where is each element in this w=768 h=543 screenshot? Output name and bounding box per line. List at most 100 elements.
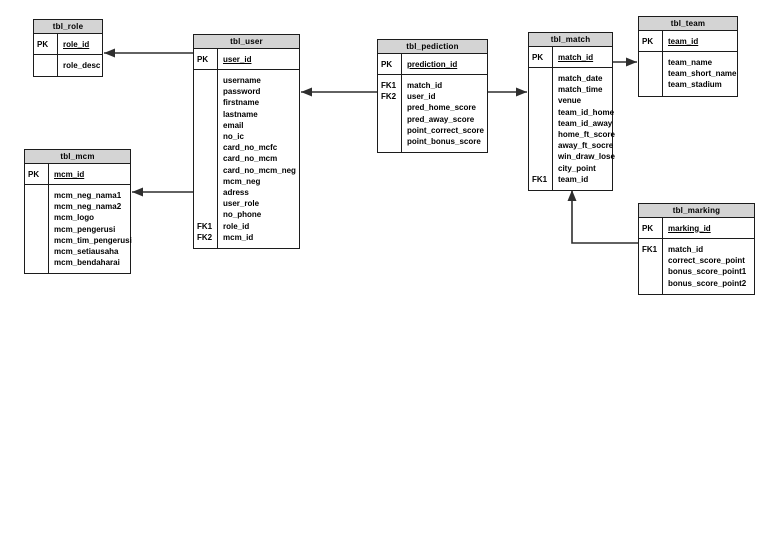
key-spacer [194,70,218,87]
pk-label: PK [639,218,663,238]
primary-key-field-name: role_id [63,39,90,49]
field-row: point_correct_score [378,124,487,137]
key-spacer [194,175,218,188]
field-name: firstname [223,98,260,108]
field-row: team_id_home [529,106,615,118]
key-spacer [194,142,218,154]
key-spacer [378,102,402,114]
pk-label: PK [25,164,49,184]
relationship-pediction-to-match [488,87,527,97]
key-spacer [529,95,553,107]
arrowhead-icon [626,57,637,67]
field-row: firstname [194,97,299,109]
field-name: card_no_mcfc [223,143,278,153]
field-row: FK1 match_id [378,75,487,92]
field-name: team_id_home [558,107,615,117]
fields-section: role_desc [34,55,102,77]
pk-label: PK [378,54,402,74]
key-spacer [529,140,553,152]
field-row: mcm_bendaharai [25,257,130,274]
field-name: correct_score_point [668,256,745,266]
relationship-user-to-role [104,48,193,58]
field-row: bonus_score_point2 [639,277,754,294]
key-spacer [25,212,49,224]
arrowhead-icon [104,48,115,58]
key-spacer [378,113,402,125]
field-name: team_id [558,174,589,184]
key-spacer [529,117,553,130]
field-row: no_ic [194,131,299,143]
arrowhead-icon [516,87,527,97]
field-row: venue [529,95,612,107]
field-row: point_bonus_score [378,136,487,153]
field-name: role_id [223,221,250,231]
key-spacer [378,124,402,137]
field-name: team_stadium [668,80,722,90]
pk-label: PK [194,49,218,69]
key-spacer [378,136,402,153]
field-row: team_stadium [639,79,737,96]
field-row: email [194,119,299,132]
field-name: home_ft_score [558,130,615,140]
key-spacer [194,209,218,221]
field-name: team_id_away [558,118,613,128]
field-row: FK1 role_id [194,220,299,232]
entity-title: tbl_pediction [378,40,487,54]
field-row: user_role [194,198,299,210]
field-name: email [223,120,244,130]
primary-key-field: user_id [218,49,299,69]
field-name: bonus_score_point2 [668,278,747,288]
entity-title: tbl_marking [639,204,754,218]
entity-title: tbl_user [194,35,299,49]
primary-key-field: role_id [58,34,102,54]
field-row: away_ft_socre [529,140,613,152]
pk-label: PK [639,31,663,51]
field-name: pred_home_score [407,103,476,113]
entity-title: tbl_role [34,20,102,34]
fk-label: FK1 [194,220,218,232]
field-name: match_id [407,81,443,90]
fk-label: FK1 [639,239,663,256]
field-row: role_desc [34,55,102,77]
field-row: card_no_mcm_neg [194,164,299,176]
fk-label: FK1 [378,75,402,92]
arrowhead-icon [567,190,577,201]
key-spacer [639,277,663,294]
field-name: point_bonus_score [407,137,481,147]
key-spacer [194,131,218,143]
field-row: password [194,86,299,98]
key-spacer [194,198,218,210]
primary-key-field: prediction_id [402,54,487,74]
field-name: card_no_mcm_neg [223,165,296,175]
key-spacer [25,223,49,235]
key-spacer [529,162,553,174]
field-row: mcm_pengerusi [25,223,130,235]
primary-key-field-name: mcm_id [54,169,85,179]
primary-key-field-name: prediction_id [407,59,458,69]
field-row: team_id_away [529,117,613,130]
field-row: city_point [529,162,612,174]
field-name: mcm_tim_pengerusi [54,235,132,245]
key-spacer [25,246,49,258]
field-name: bonus_score_point1 [668,267,747,277]
field-name: city_point [558,163,596,173]
field-row: card_no_mcfc [194,142,299,154]
primary-key-field-name: team_id [668,36,699,46]
field-name: no_phone [223,210,262,220]
field-row: team_name [639,52,737,69]
field-row: card_no_mcm [194,153,299,165]
relationship-marking-to-match [567,190,638,244]
